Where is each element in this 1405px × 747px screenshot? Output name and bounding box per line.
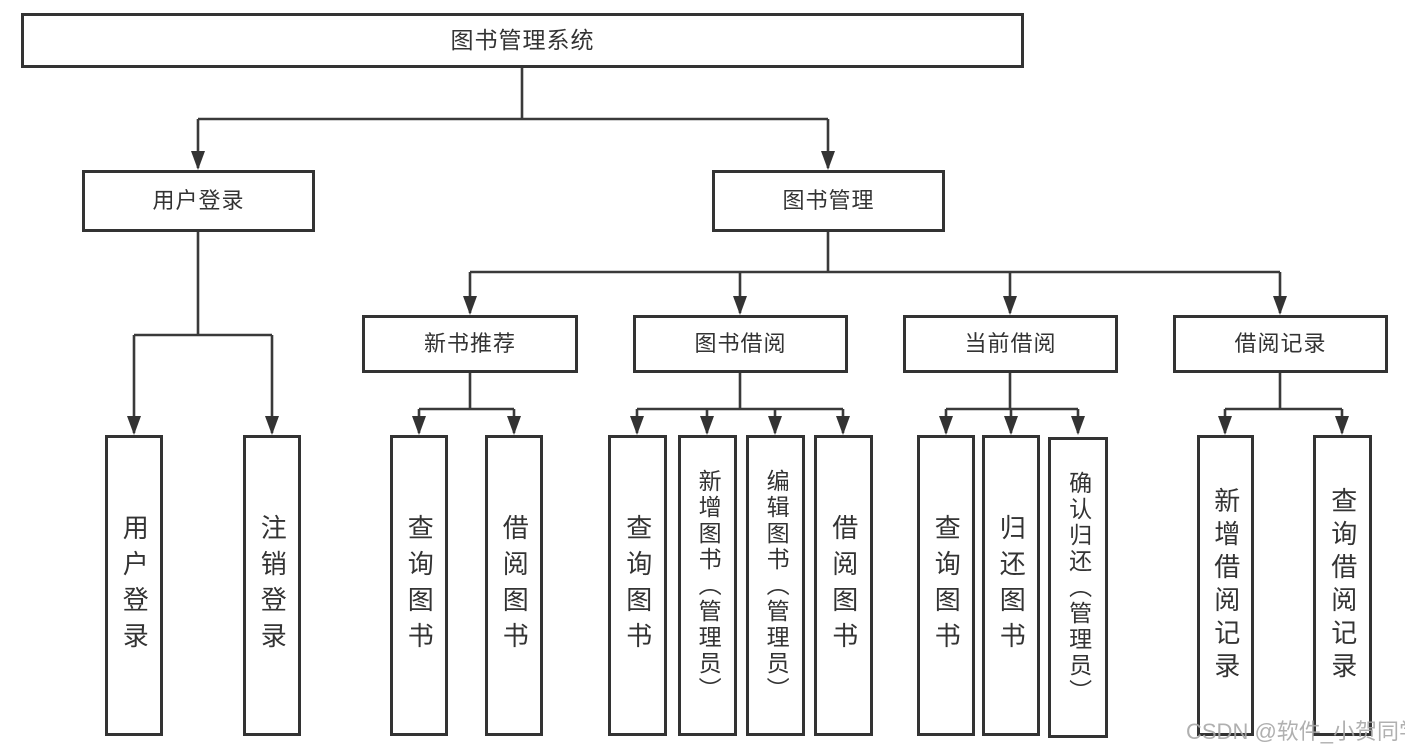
leaf-borrow-query-books: 查询图书 bbox=[608, 435, 667, 736]
node-book-borrow-label: 图书借阅 bbox=[694, 330, 787, 356]
leaf-records-add-record: 新增借阅记录 bbox=[1197, 435, 1254, 736]
leaf-borrow-borrow-books: 借阅图书 bbox=[814, 435, 873, 736]
leaf-records-query-record: 查询借阅记录 bbox=[1313, 435, 1372, 736]
leaf-records-query-record-label: 查询借阅记录 bbox=[1327, 486, 1358, 685]
leaf-recommend-borrow-books: 借阅图书 bbox=[485, 435, 543, 736]
leaf-borrow-add-books-admin: 新增图书（管理员） bbox=[678, 435, 737, 736]
leaf-current-confirm-return-admin-label: 确认归还（管理员） bbox=[1065, 470, 1092, 705]
leaf-current-query-books: 查询图书 bbox=[917, 435, 975, 736]
leaf-user-login: 用户登录 bbox=[105, 435, 163, 736]
leaf-logout-label: 注销登录 bbox=[257, 513, 288, 658]
node-borrow-records: 借阅记录 bbox=[1173, 315, 1388, 373]
node-borrow-records-label: 借阅记录 bbox=[1234, 330, 1327, 356]
leaf-current-return-books: 归还图书 bbox=[982, 435, 1040, 736]
leaf-recommend-query-books: 查询图书 bbox=[390, 435, 448, 736]
leaf-recommend-query-books-label: 查询图书 bbox=[404, 513, 435, 658]
node-root-label: 图书管理系统 bbox=[450, 26, 595, 53]
leaf-records-add-record-label: 新增借阅记录 bbox=[1210, 486, 1241, 685]
leaf-logout: 注销登录 bbox=[243, 435, 301, 736]
leaf-borrow-borrow-books-label: 借阅图书 bbox=[828, 513, 859, 658]
leaf-borrow-edit-books-admin: 编辑图书（管理员） bbox=[746, 435, 805, 736]
node-new-book-recommend: 新书推荐 bbox=[362, 315, 578, 373]
leaf-current-confirm-return-admin: 确认归还（管理员） bbox=[1048, 437, 1108, 738]
node-book-mgmt-branch: 图书管理 bbox=[712, 170, 945, 232]
node-book-borrow: 图书借阅 bbox=[633, 315, 848, 373]
leaf-user-login-label: 用户登录 bbox=[119, 513, 150, 658]
node-book-mgmt-branch-label: 图书管理 bbox=[782, 187, 875, 213]
csdn-watermark: CSDN @软件_小贺同学 bbox=[1186, 719, 1405, 744]
leaf-borrow-edit-books-admin-label: 编辑图书（管理员） bbox=[763, 468, 790, 703]
node-root-system: 图书管理系统 bbox=[21, 13, 1024, 68]
node-user-login-branch-label: 用户登录 bbox=[152, 187, 245, 213]
leaf-borrow-query-books-label: 查询图书 bbox=[622, 513, 653, 658]
node-new-book-recommend-label: 新书推荐 bbox=[423, 330, 516, 356]
node-current-borrow: 当前借阅 bbox=[903, 315, 1118, 373]
leaf-current-return-books-label: 归还图书 bbox=[996, 513, 1027, 658]
node-current-borrow-label: 当前借阅 bbox=[964, 330, 1057, 356]
leaf-recommend-borrow-books-label: 借阅图书 bbox=[499, 513, 530, 658]
leaf-borrow-add-books-admin-label: 新增图书（管理员） bbox=[695, 468, 722, 703]
node-user-login-branch: 用户登录 bbox=[82, 170, 315, 232]
leaf-current-query-books-label: 查询图书 bbox=[931, 513, 962, 658]
